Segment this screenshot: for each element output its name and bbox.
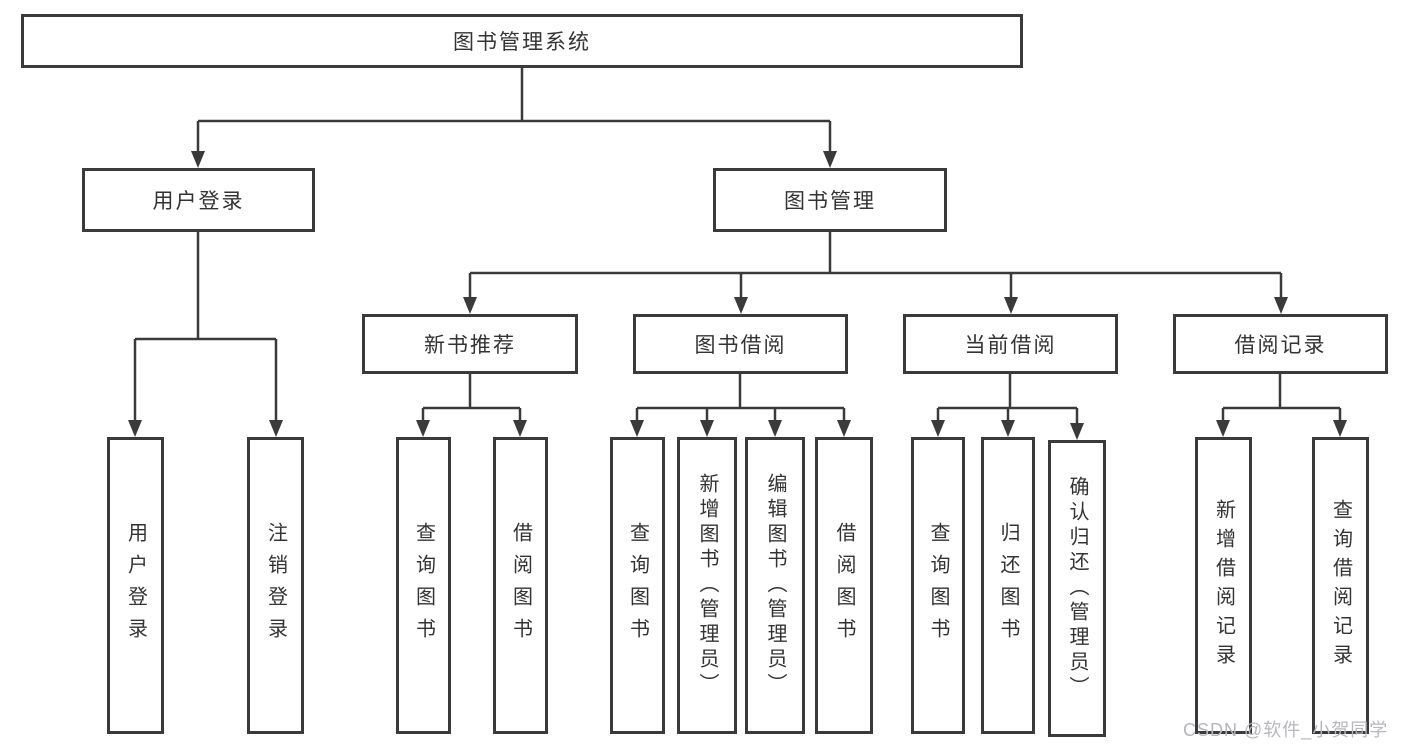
leaf-add-books-admin: 新增图书（管理员） bbox=[677, 437, 737, 734]
node-book-management: 图书管理 bbox=[713, 168, 947, 232]
leaf-query-borrow-record: 查询借阅记录 bbox=[1312, 437, 1369, 734]
csdn-watermark: CSDN @软件_小贺同学 bbox=[1183, 720, 1389, 740]
node-user-login: 用户登录 bbox=[82, 168, 315, 232]
node-book-borrow-label: 图书借阅 bbox=[694, 334, 787, 357]
leaf-logout-label: 注销登录 bbox=[264, 521, 287, 650]
leaf-recommend-query-books-label: 查询图书 bbox=[412, 521, 435, 650]
leaf-current-query-books-label: 查询图书 bbox=[927, 521, 949, 650]
node-borrow-records: 借阅记录 bbox=[1173, 314, 1388, 374]
node-borrow-records-label: 借阅记录 bbox=[1234, 334, 1327, 357]
node-root-library-system: 图书管理系统 bbox=[21, 14, 1023, 68]
leaf-recommend-borrow-books: 借阅图书 bbox=[493, 437, 548, 734]
leaf-user-login-label: 用户登录 bbox=[124, 521, 147, 650]
leaf-edit-books-admin: 编辑图书（管理员） bbox=[745, 437, 805, 734]
node-root-label: 图书管理系统 bbox=[453, 31, 591, 54]
node-current-borrow: 当前借阅 bbox=[903, 314, 1118, 374]
node-new-book-recommend-label: 新书推荐 bbox=[424, 334, 516, 357]
leaf-confirm-return-admin: 确认归还（管理员） bbox=[1048, 440, 1106, 737]
leaf-borrow-query-books-label: 查询图书 bbox=[626, 521, 649, 650]
leaf-user-login: 用户登录 bbox=[107, 437, 164, 734]
leaf-return-books: 归还图书 bbox=[981, 437, 1035, 734]
leaf-recommend-borrow-books-label: 借阅图书 bbox=[509, 521, 532, 650]
leaf-edit-books-admin-label: 编辑图书（管理员） bbox=[764, 473, 786, 698]
leaf-borrow-query-books: 查询图书 bbox=[610, 437, 665, 734]
node-new-book-recommend: 新书推荐 bbox=[362, 314, 578, 374]
leaf-current-query-books: 查询图书 bbox=[911, 437, 965, 734]
leaf-borrow-books-label: 借阅图书 bbox=[833, 521, 855, 650]
node-user-login-label: 用户登录 bbox=[152, 190, 245, 213]
leaf-borrow-books: 借阅图书 bbox=[815, 437, 873, 734]
node-book-management-label: 图书管理 bbox=[784, 190, 876, 213]
leaf-recommend-query-books: 查询图书 bbox=[396, 437, 451, 734]
leaf-add-borrow-record-label: 新增借阅记录 bbox=[1212, 498, 1235, 673]
leaf-confirm-return-admin-label: 确认归还（管理员） bbox=[1066, 476, 1088, 701]
node-book-borrow: 图书借阅 bbox=[633, 314, 848, 374]
leaf-return-books-label: 归还图书 bbox=[997, 521, 1019, 650]
leaf-query-borrow-record-label: 查询借阅记录 bbox=[1329, 498, 1352, 673]
node-current-borrow-label: 当前借阅 bbox=[964, 334, 1057, 357]
arrowheads bbox=[128, 151, 1347, 440]
leaf-logout: 注销登录 bbox=[247, 437, 304, 734]
leaf-add-borrow-record: 新增借阅记录 bbox=[1195, 437, 1252, 734]
leaf-add-books-admin-label: 新增图书（管理员） bbox=[696, 473, 718, 698]
